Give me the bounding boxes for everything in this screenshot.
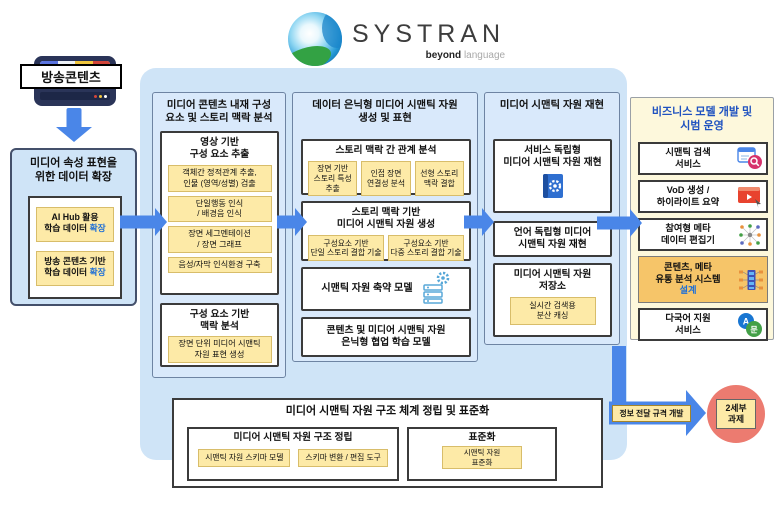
data-expansion-panel: 미디어 속성 표현을 위한 데이터 확장 AI Hub 활용 학습 데이터 확장…	[10, 148, 137, 306]
data-expansion-title: 미디어 속성 표현을 위한 데이터 확장	[29, 157, 118, 183]
server-network-icon	[737, 266, 765, 294]
systran-logo: SYSTRAN beyond language	[288, 12, 505, 66]
business-item-vod: VoD 생성 / 하이라이트 요약	[638, 180, 768, 213]
connector-vertical-bar	[612, 346, 626, 416]
col3-repository-box: 미디어 시맨틱 자원 저장소 실시간 검색용 분산 캐싱	[493, 263, 612, 337]
standardization-box: 표준화 시맨틱 자원 표준화	[407, 427, 557, 481]
col2-item-adjacent-scene: 인접 장면 연결성 분석	[361, 161, 411, 197]
structure-definition-box: 미디어 시맨틱 자원 구조 정립 시맨틱 자원 스키마 모델 스키마 변환 / …	[187, 427, 399, 481]
col2-semantic-generation-panel: 데이터 은닉형 미디어 시맨틱 자원 생성 및 표현 스토리 맥락 간 관계 분…	[292, 92, 478, 362]
server-gear-icon	[421, 270, 451, 309]
arrow-output-icon: 정보 전달 규격 개발	[609, 390, 706, 436]
col1-item-scene-semantic: 장면 단위 미디어 시맨틱 자원 표현 생성	[167, 336, 272, 363]
col3-box1-title: 서비스 독립형 미디어 시맨틱 자원 재현	[503, 145, 602, 169]
arrow-col3-to-business-icon	[597, 209, 642, 237]
vod-player-icon	[736, 185, 764, 209]
business-item-multilingual: 다국어 지원 서비스 A 문	[638, 308, 768, 341]
broadcast-content-label: 방송콘텐츠	[20, 64, 122, 89]
col1-item-scene-segmentation: 장면 세그멘테이션 / 장면 그래프	[167, 226, 272, 253]
task2-circle: 2세부 과제	[707, 385, 765, 443]
item-semantic-standardization: 시맨틱 자원 표준화	[442, 446, 522, 469]
col2-title: 데이터 은닉형 미디어 시맨틱 자원 생성 및 표현	[312, 100, 458, 124]
network-graph-icon	[736, 223, 764, 247]
translation-icon: A 문	[736, 312, 764, 338]
col2-item-linear-story: 선형 스토리 맥락 결합	[414, 161, 464, 197]
standardization-sub-title: 표준화	[468, 432, 496, 443]
col2-resource-generation-box: 스토리 맥락 기반 미디어 시맨틱 자원 생성 구성요소 기반 단일 스토리 결…	[301, 201, 471, 262]
business-item-semantic-search: 시맨틱 검색 서비스	[638, 142, 768, 175]
business-model-panel: 비즈니스 모델 개발 및 시범 운영 시맨틱 검색 서비스 VoD 생성 / 하…	[630, 97, 774, 341]
col1-context-analysis-box: 구성 요소 기반 맥락 분석 장면 단위 미디어 시맨틱 자원 표현 생성	[160, 303, 279, 367]
col2-box3-title: 시맨틱 자원 축약 모델	[321, 282, 413, 294]
col2-story-relation-box: 스토리 맥락 간 관계 분석 장면 기반 스토리 특성 추출 인접 장면 연결성…	[301, 139, 471, 197]
col2-item-scene-feature: 장면 기반 스토리 특성 추출	[308, 161, 358, 197]
col2-item-multi-story: 구성요소 기반 다중 스토리 결합 기술	[388, 235, 464, 262]
business-item-distribution-analysis: 콘텐츠, 메타 유통 분석 시스템 설계	[638, 256, 768, 303]
col1-box1-title: 영상 기반 구성 요소 추출	[189, 137, 250, 161]
svg-text:문: 문	[750, 325, 758, 334]
col3-reproduction-panel: 미디어 시맨틱 자원 재현 서비스 독립형 미디어 시맨틱 자원 재현 언어 독…	[484, 92, 620, 345]
standardization-title: 미디어 시맨틱 자원 구조 체계 정립 및 표준화	[285, 405, 490, 417]
logo-tagline: beyond language	[425, 50, 506, 61]
item-schema-tools: 스키마 변환 / 편집 도구	[298, 449, 388, 467]
systran-globe-icon	[288, 12, 342, 66]
arrow-col2-to-col3-icon	[464, 208, 494, 236]
col3-item-distributed-caching: 실시간 검색용 분산 캐싱	[509, 297, 596, 326]
col2-compression-model-box: 시맨틱 자원 축약 모델	[301, 267, 471, 311]
output-spec-label: 정보 전달 규격 개발	[612, 405, 691, 422]
expansion-item-broadcast: 방송 콘텐츠 기반 학습 데이터 확장	[36, 251, 114, 286]
data-expansion-inner-box: AI Hub 활용 학습 데이터 확장 방송 콘텐츠 기반 학습 데이터 확장	[28, 196, 122, 299]
col1-component-analysis-panel: 미디어 콘텐츠 내재 구성 요소 및 스토리 맥락 분석 영상 기반 구성 요소…	[152, 92, 286, 378]
semantic-search-icon	[736, 146, 764, 171]
logo-name: SYSTRAN	[352, 20, 506, 48]
svg-text:A: A	[743, 316, 750, 326]
col1-item-speech-subtitle: 음성/자막 인식환경 구축	[167, 256, 272, 274]
arrow-expansion-to-col1-icon	[120, 208, 167, 236]
col1-video-extraction-box: 영상 기반 구성 요소 추출 객체간 정적관계 추출, 인물 (영역/성별) 검…	[160, 131, 279, 295]
item-schema-model: 시맨틱 자원 스키마 모델	[198, 449, 291, 467]
business-item-meta-editor: 참여형 메타 데이터 편집기	[638, 218, 768, 251]
col1-item-action-recognition: 단일행동 인식 / 배경음 인식	[167, 195, 272, 223]
book-gear-icon	[495, 171, 610, 201]
arrow-down-icon	[56, 108, 92, 142]
col2-box1-title: 스토리 맥락 간 관계 분석	[335, 145, 437, 156]
business-title: 비즈니스 모델 개발 및 시범 운영	[651, 106, 753, 132]
col3-box2-title: 언어 독립형 미디어 시맨틱 자원 재현	[513, 226, 592, 250]
col3-title: 미디어 시맨틱 자원 재현	[499, 100, 605, 111]
col3-service-independent-box: 서비스 독립형 미디어 시맨틱 자원 재현	[493, 139, 612, 213]
col1-item-object-relation: 객체간 정적관계 추출, 인물 (영역/성별) 검출	[167, 165, 272, 192]
col2-box2-title: 스토리 맥락 기반 미디어 시맨틱 자원 생성	[336, 207, 436, 231]
col3-box3-title: 미디어 시맨틱 자원 저장소	[513, 269, 592, 293]
standardization-panel: 미디어 시맨틱 자원 구조 체계 정립 및 표준화 미디어 시맨틱 자원 구조 …	[172, 398, 603, 488]
col1-box2-title: 구성 요소 기반 맥락 분석	[189, 309, 250, 333]
task2-label: 2세부 과제	[716, 399, 756, 429]
col3-language-independent-box: 언어 독립형 미디어 시맨틱 자원 재현	[493, 221, 612, 257]
main-container: 미디어 콘텐츠 내재 구성 요소 및 스토리 맥락 분석 영상 기반 구성 요소…	[140, 68, 627, 460]
structure-definition-title: 미디어 시맨틱 자원 구조 정립	[233, 432, 353, 443]
expansion-item-ai-hub: AI Hub 활용 학습 데이터 확장	[36, 207, 114, 242]
systran-wordmark: SYSTRAN beyond language	[352, 12, 505, 61]
col2-collab-learning-box: 콘텐츠 및 미디어 시맨틱 자원 은닉형 협업 학습 모델	[301, 317, 471, 357]
tv-base	[40, 92, 110, 100]
arrow-col1-to-col2-icon	[277, 208, 307, 236]
col1-title: 미디어 콘텐츠 내재 구성 요소 및 스토리 맥락 분석	[165, 100, 273, 124]
col2-item-single-story: 구성요소 기반 단일 스토리 결합 기술	[308, 235, 384, 262]
col2-box4-title: 콘텐츠 및 미디어 시맨틱 자원 은닉형 협업 학습 모델	[326, 324, 446, 348]
